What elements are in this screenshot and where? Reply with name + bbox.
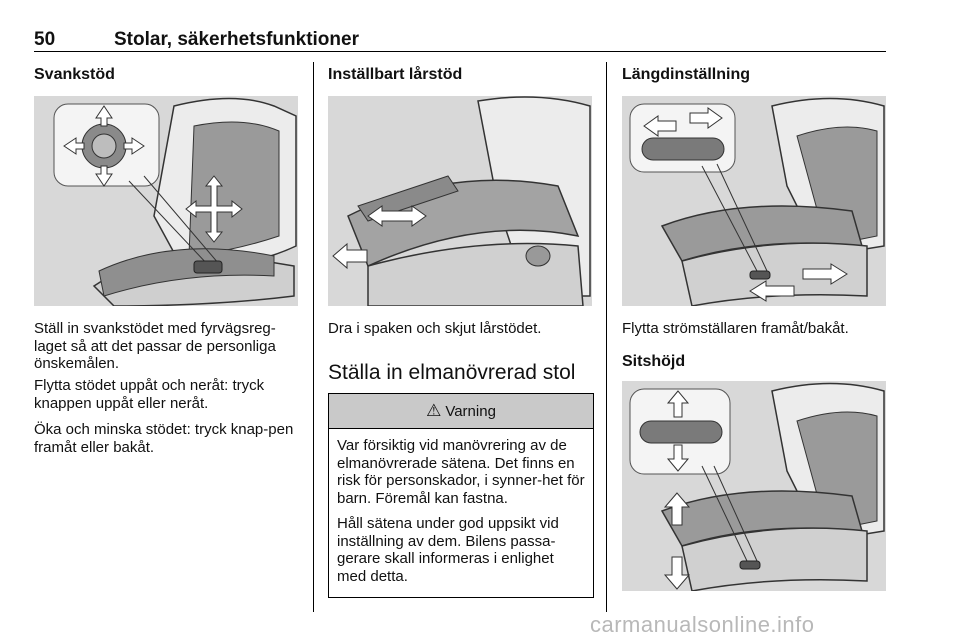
seat-length-adjust-illustration bbox=[622, 96, 886, 306]
warning-paragraph: Håll sätena under god uppsikt vid instäl… bbox=[337, 515, 559, 585]
page-header: 50 Stolar, säkerhetsfunktioner bbox=[34, 29, 886, 52]
column-divider bbox=[313, 62, 314, 612]
section-heading-length: Längdinställning bbox=[622, 66, 750, 83]
section-title-electric-seat: Ställa in elmanövrerad stol bbox=[328, 361, 576, 384]
warning-paragraph: Var försiktig vid manövrering av de elma… bbox=[337, 437, 585, 507]
section-heading-thigh: Inställbart lårstöd bbox=[328, 66, 463, 83]
column-divider bbox=[606, 62, 607, 612]
chapter-title: Stolar, säkerhetsfunktioner bbox=[114, 29, 359, 50]
warning-title: Varning bbox=[445, 402, 496, 420]
figure-caption: Dra i spaken och skjut lårstödet. bbox=[328, 320, 542, 337]
figure-caption: Flytta strömställaren framåt/bakåt. bbox=[622, 320, 849, 337]
warning-body: Var försiktig vid manövrering av de elma… bbox=[329, 429, 593, 585]
thigh-support-seat-illustration bbox=[328, 96, 592, 306]
section-heading-height: Sitshöjd bbox=[622, 353, 686, 370]
paragraph: Öka och minska stödet: tryck knap-pen fr… bbox=[34, 421, 294, 456]
paragraph: Flytta stödet uppåt och neråt: tryck kna… bbox=[34, 377, 265, 412]
paragraph: Ställ in svankstödet med fyrvägsreg-lage… bbox=[34, 320, 276, 372]
watermark: carmanualsonline.info bbox=[590, 612, 815, 637]
lumbar-support-seat-illustration bbox=[34, 96, 298, 306]
seat-height-adjust-illustration bbox=[622, 381, 886, 591]
warning-triangle-icon: ⚠ bbox=[426, 401, 442, 420]
section-heading-lumbar: Svankstöd bbox=[34, 66, 115, 83]
warning-header: ⚠ Varning bbox=[329, 394, 593, 429]
page-number: 50 bbox=[34, 29, 56, 50]
warning-box: ⚠ Varning Var försiktig vid manövrering … bbox=[328, 393, 594, 598]
